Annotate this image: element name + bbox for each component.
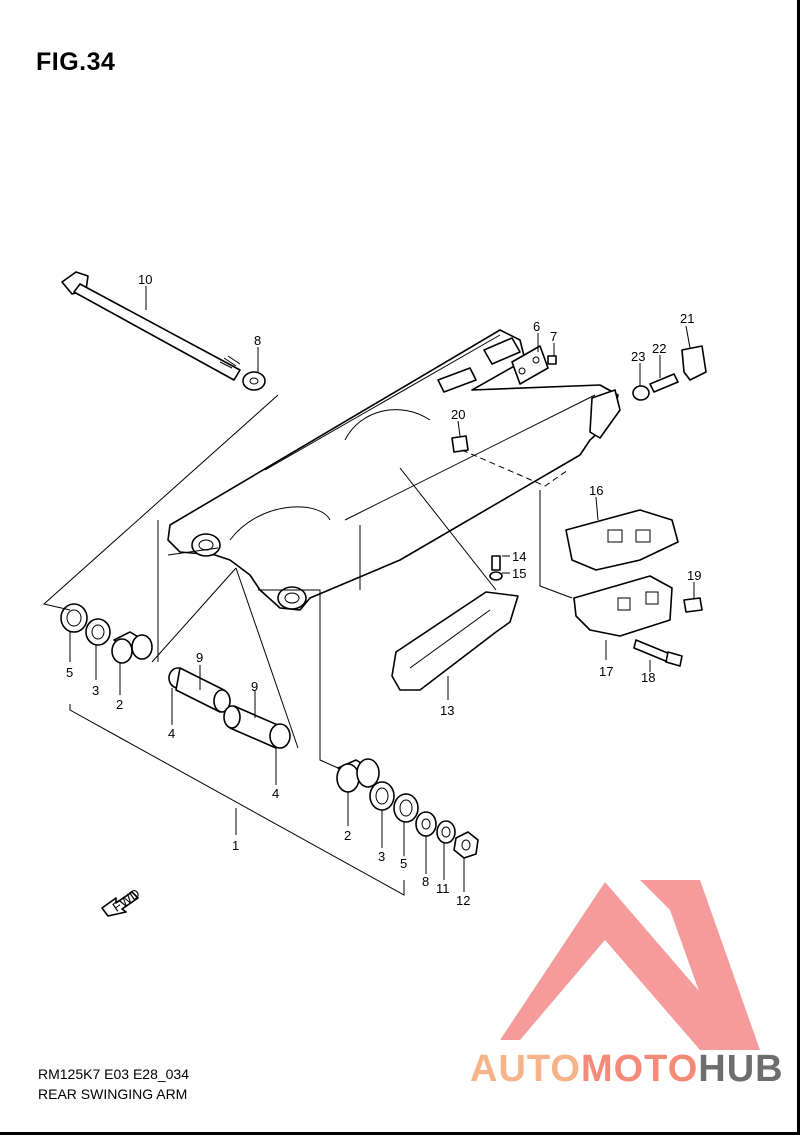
callout-2-right: 2 <box>344 828 351 843</box>
guide-bolt-19-part <box>683 597 703 613</box>
nut-12-part <box>453 831 479 859</box>
callout-16: 16 <box>589 483 603 498</box>
pivot-shaft-part <box>61 271 241 381</box>
adjuster-bolt-part <box>649 373 679 393</box>
callout-8-upper: 8 <box>254 333 261 348</box>
callout-3-left: 3 <box>92 683 99 698</box>
diagram-code: RM125K7 E03 E28_034 <box>38 1066 189 1082</box>
callout-1: 1 <box>232 838 239 853</box>
callout-20: 20 <box>451 407 465 422</box>
adjuster-plate-part <box>511 345 549 385</box>
chain-adjuster-part <box>681 345 707 381</box>
callout-5-left: 5 <box>66 665 73 680</box>
watermark-text: AUTOMOTOHUB <box>470 1048 784 1091</box>
washer-left-part <box>85 618 111 646</box>
fwd-arrow-icon: FWD <box>101 885 143 917</box>
callout-17: 17 <box>599 664 613 679</box>
chain-guide-part <box>565 509 679 637</box>
watermark-moto: MOTO <box>580 1048 699 1090</box>
callout-8-lower: 8 <box>422 874 429 889</box>
callout-4-left: 4 <box>168 726 175 741</box>
callout-23: 23 <box>631 349 645 364</box>
callout-19: 19 <box>687 568 701 583</box>
washer-8-part <box>415 811 437 837</box>
washer-right-part <box>369 781 395 811</box>
callout-22: 22 <box>652 341 666 356</box>
callout-15: 15 <box>512 566 526 581</box>
bearing-left-part <box>111 631 153 664</box>
spacer-lower-part <box>223 705 291 749</box>
watermark-hub: HUB <box>698 1048 784 1090</box>
callout-14: 14 <box>512 549 526 564</box>
figure-title: FIG.34 <box>36 48 116 76</box>
seal-right-part <box>393 793 419 823</box>
adjuster-nut-part <box>632 385 650 401</box>
bearing-right-part <box>336 758 380 793</box>
callout-6: 6 <box>533 319 540 334</box>
callout-2-left: 2 <box>116 697 123 712</box>
seal-left-part <box>60 603 88 633</box>
callout-21: 21 <box>680 311 694 326</box>
callout-9-upper: 9 <box>196 650 203 665</box>
callout-10: 10 <box>138 272 152 287</box>
washer-11-part <box>436 820 456 844</box>
callout-13: 13 <box>440 703 454 718</box>
watermark-auto: AUTO <box>470 1048 581 1090</box>
guide-bolt-18-part <box>633 639 683 667</box>
diagram-name: REAR SWINGING ARM <box>38 1086 188 1102</box>
small-bolt-part <box>547 355 557 365</box>
nut-20-part <box>451 435 469 453</box>
callout-9-lower: 9 <box>251 679 258 694</box>
chain-buffer-part <box>391 591 519 691</box>
callout-12: 12 <box>456 893 470 908</box>
swingarm-body-part <box>167 329 621 611</box>
callout-5-right: 5 <box>400 856 407 871</box>
washer-upper-part <box>242 371 266 391</box>
callout-7: 7 <box>550 329 557 344</box>
callout-3-right: 3 <box>378 849 385 864</box>
fwd-label: FWD <box>110 885 143 914</box>
callout-11: 11 <box>436 881 450 896</box>
callout-4-right: 4 <box>272 786 279 801</box>
automotohub-logo-icon <box>500 880 760 1050</box>
callout-18: 18 <box>641 670 655 685</box>
buffer-bolt-part <box>489 555 503 581</box>
